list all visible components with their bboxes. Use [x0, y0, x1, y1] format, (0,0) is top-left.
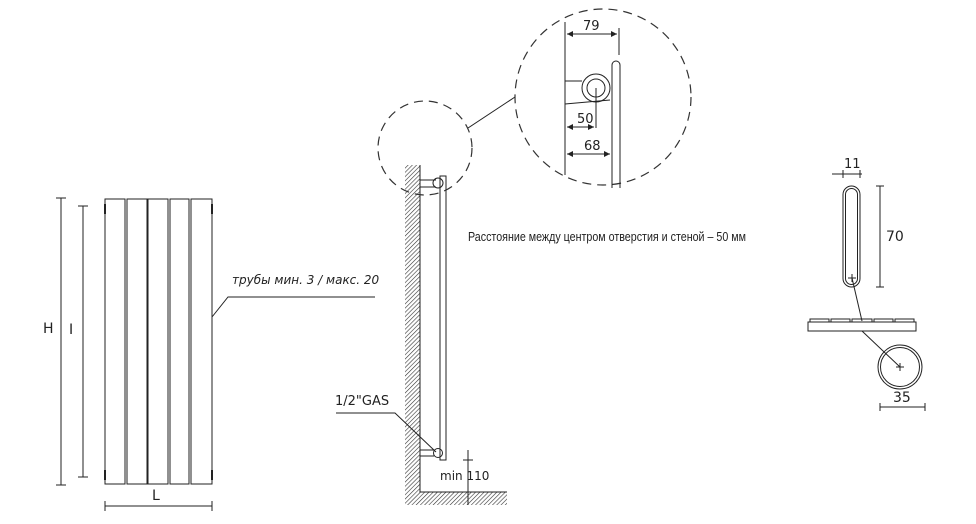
- tubes-note: трубы мин. 3 / макс. 20: [232, 273, 380, 287]
- height-dimension: H: [43, 197, 66, 486]
- dim-68: 68: [567, 139, 610, 157]
- dim-face-label: 68: [584, 139, 601, 154]
- collector-section: [877, 344, 923, 390]
- length-label: L: [152, 488, 160, 504]
- height-label: H: [43, 321, 54, 337]
- collector-diameter-label: 35: [893, 390, 911, 406]
- radiator-tube: [611, 60, 621, 188]
- dim-center-label: 50: [577, 112, 594, 127]
- tube-depth-dimension: 70: [876, 185, 904, 288]
- tube-width-label: 11: [844, 157, 861, 172]
- radiator-side: [420, 175, 447, 461]
- section-view: 11 70 35: [807, 157, 926, 411]
- radiator-front: [104, 198, 213, 485]
- side-view: 1/2"GAS min 110 Расстояние между центром…: [335, 96, 746, 505]
- detail-marker-circle: [377, 100, 473, 196]
- connection-label: 1/2"GAS: [335, 394, 389, 409]
- floor-clearance-label: min 110: [440, 469, 489, 483]
- collector-diameter-dimension: 35: [879, 390, 926, 411]
- connection-leader: 1/2"GAS: [335, 394, 437, 453]
- wall-floor-hatch: [405, 165, 507, 505]
- tube-section: [842, 185, 861, 288]
- tube-depth-label: 70: [886, 229, 904, 245]
- tubes-note-leader: трубы мин. 3 / макс. 20: [211, 273, 380, 318]
- floor-clearance-dimension: min 110: [440, 450, 489, 505]
- dim-50: 50: [567, 112, 594, 130]
- detail-leader: [467, 96, 516, 129]
- interaxis-label: I: [69, 322, 73, 338]
- tube-width-dimension: 11: [832, 157, 862, 178]
- dim-79: 79: [567, 19, 617, 37]
- wall-distance-note: Расстояние между центром отверстия и сте…: [468, 229, 746, 244]
- front-view: H I L трубы мин. 3 / макс. 20: [43, 197, 380, 511]
- interaxis-dimension: I: [69, 205, 88, 478]
- length-dimension: L: [104, 488, 213, 511]
- dim-total-label: 79: [583, 19, 600, 34]
- detail-view: 79 50 68: [514, 8, 692, 188]
